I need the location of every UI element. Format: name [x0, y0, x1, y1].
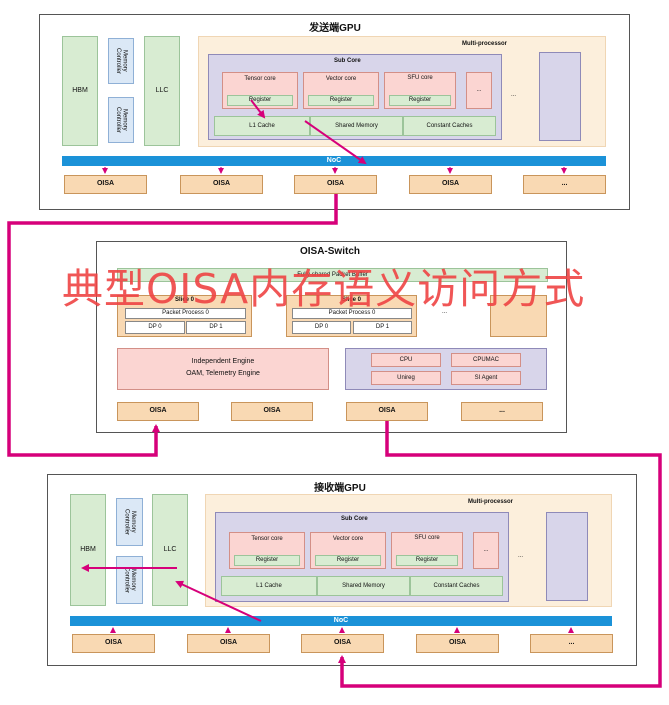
send-core-ellipsis: ... — [466, 72, 492, 109]
send-memory-controller-top: Memory Controller — [108, 38, 134, 84]
recv-l1-cache: L1 Cache — [221, 576, 317, 596]
recv-tensor-register: Register — [234, 555, 300, 566]
send-mp-ellipsis: ... — [511, 92, 517, 98]
send-llc-block: LLC — [144, 36, 180, 146]
send-oisa-port-2: OISA — [180, 175, 263, 194]
send-extra-core — [539, 52, 581, 141]
recv-sfu-core-label: SFU core — [414, 535, 440, 541]
recv-memory-controller-bottom: Memory Controller — [116, 556, 143, 604]
recv-mp-ellipsis: ... — [518, 553, 524, 559]
recv-gpu-title: 接收端GPU — [314, 483, 366, 494]
recv-llc-label: LLC — [163, 545, 177, 553]
send-mc-top-label: Memory Controller — [115, 47, 128, 74]
recv-noc-bar: NoC — [70, 616, 612, 626]
switch-oisa-port-1: OISA — [117, 402, 199, 421]
recv-memory-controller-top: Memory Controller — [116, 498, 143, 546]
send-sub-core-label: Sub Core — [334, 58, 361, 64]
send-oisa-port-5: ... — [523, 175, 606, 194]
send-gpu-title: 发送端GPU — [309, 23, 361, 34]
recv-oisa-port-1: OISA — [72, 634, 155, 653]
send-sfu-register: Register — [389, 95, 451, 106]
send-hbm-block: HBM — [62, 36, 98, 146]
send-shared-memory: Shared Memory — [310, 116, 403, 136]
recv-vector-core-label: Vector core — [332, 536, 364, 542]
recv-oisa-port-4: OISA — [416, 634, 499, 653]
switch-engine-line2: OAM, Telemetry Engine — [186, 370, 260, 378]
switch-slice-0-b-label: Slice 0 — [341, 297, 361, 303]
recv-mc-bottom-label: Memory Controller — [123, 566, 137, 593]
send-oisa-port-4: OISA — [409, 175, 492, 194]
switch-dp0-a: DP 0 — [125, 321, 185, 334]
send-oisa-port-1: OISA — [64, 175, 147, 194]
switch-oisa-port-3: OISA — [346, 402, 428, 421]
switch-oisa-port-4: ... — [461, 402, 543, 421]
switch-dp1-b: DP 1 — [353, 321, 412, 334]
send-constant-caches: Constant Caches — [403, 116, 496, 136]
recv-vector-register: Register — [315, 555, 381, 566]
recv-oisa-port-2: OISA — [187, 634, 270, 653]
recv-tensor-core-label: Tensor core — [251, 536, 283, 542]
send-vector-core-label: Vector core — [325, 76, 357, 82]
recv-multiprocessor-label: Multi-processor — [468, 499, 514, 505]
send-noc-bar: NoC — [62, 156, 606, 166]
send-multiprocessor-label: Multi-processor — [462, 41, 508, 47]
send-vector-register: Register — [308, 95, 374, 106]
send-tensor-register: Register — [227, 95, 293, 106]
switch-cpu: CPU — [371, 353, 441, 367]
recv-oisa-port-3: OISA — [301, 634, 384, 653]
recv-mc-top-label: Memory Controller — [123, 508, 137, 535]
switch-slice-extra — [490, 295, 547, 337]
watermark-title: 典型OISA内存语义访问方式 — [62, 265, 586, 313]
send-memory-controller-bottom: Memory Controller — [108, 97, 134, 143]
switch-dp1-a: DP 1 — [186, 321, 246, 334]
switch-cpumac: CPUMAC — [451, 353, 521, 367]
send-tensor-core-label: Tensor core — [244, 76, 276, 82]
recv-extra-core — [546, 512, 588, 601]
switch-si-agent: SI Agent — [451, 371, 521, 385]
switch-slice-ellipsis: ... — [442, 309, 448, 315]
recv-core-ellipsis: ... — [473, 532, 499, 569]
recv-sub-core-label: Sub Core — [341, 516, 368, 522]
switch-engine-line1: Independent Engine — [191, 358, 255, 366]
send-hbm-label: HBM — [72, 86, 88, 94]
recv-hbm-label: HBM — [80, 545, 96, 553]
recv-hbm-block: HBM — [70, 494, 106, 606]
send-sfu-core-label: SFU core — [407, 75, 433, 81]
switch-dp0-b: DP 0 — [292, 321, 351, 334]
send-mc-bottom-label: Memory Controller — [115, 106, 128, 133]
switch-oisa-port-2: OISA — [231, 402, 313, 421]
recv-oisa-port-5: ... — [530, 634, 613, 653]
recv-shared-memory: Shared Memory — [317, 576, 410, 596]
recv-sfu-register: Register — [396, 555, 458, 566]
send-oisa-port-3: OISA — [294, 175, 377, 194]
send-l1-cache: L1 Cache — [214, 116, 310, 136]
recv-llc-block: LLC — [152, 494, 188, 606]
recv-constant-caches: Constant Caches — [410, 576, 503, 596]
switch-unireg: Unireg — [371, 371, 441, 385]
send-llc-label: LLC — [155, 86, 169, 94]
